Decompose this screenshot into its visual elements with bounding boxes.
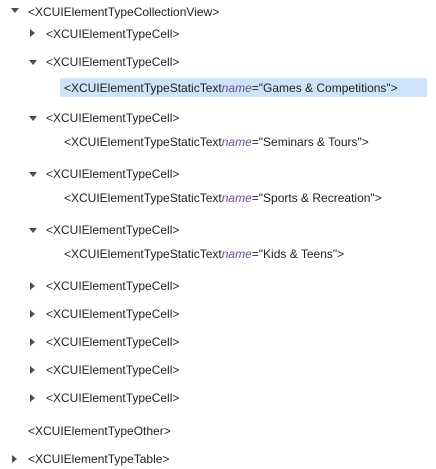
tree-node-cell[interactable]: <XCUIElementTypeCell> bbox=[46, 277, 179, 295]
attr-eq: = bbox=[251, 191, 259, 205]
node-tag: <XCUIElementTypeStaticText bbox=[64, 247, 222, 261]
node-tag: <XCUIElementTypeCollectionView> bbox=[28, 5, 220, 19]
attr-eq: = bbox=[251, 80, 259, 95]
node-tag: <XCUIElementTypeCell> bbox=[46, 363, 180, 377]
attr-eq: = bbox=[251, 135, 259, 149]
node-tag: <XCUIElementTypeStaticText bbox=[64, 191, 222, 205]
node-tag: <XCUIElementTypeCell> bbox=[46, 55, 180, 69]
node-tag: <XCUIElementTypeCell> bbox=[46, 27, 180, 41]
node-tag-close: > bbox=[361, 135, 369, 149]
tree-node-cell[interactable]: <XCUIElementTypeCell> bbox=[46, 109, 179, 127]
node-tag: <XCUIElementTypeCell> bbox=[46, 279, 180, 293]
node-tag: <XCUIElementTypeCell> bbox=[46, 111, 180, 125]
tree-node-cell[interactable]: <XCUIElementTypeCell> bbox=[46, 361, 179, 379]
tree-node-cell[interactable]: <XCUIElementTypeCell> bbox=[46, 305, 179, 323]
node-tag: <XCUIElementTypeStaticText bbox=[64, 135, 222, 149]
attr-name: name bbox=[221, 135, 252, 149]
node-tag: <XCUIElementTypeCell> bbox=[46, 167, 180, 181]
tree-node-table[interactable]: <XCUIElementTypeTable> bbox=[28, 450, 169, 468]
node-tag: <XCUIElementTypeCell> bbox=[46, 223, 180, 237]
node-tag: <XCUIElementTypeOther> bbox=[28, 424, 171, 438]
attr-value: "Sports & Recreation" bbox=[258, 191, 375, 205]
node-tag-close: > bbox=[390, 80, 398, 95]
disclosure-triangle-expanded-icon[interactable] bbox=[29, 172, 37, 177]
tree-node-static-text[interactable]: <XCUIElementTypeStaticText name = "Semin… bbox=[64, 133, 369, 151]
node-tag: <XCUIElementTypeTable> bbox=[28, 452, 170, 466]
disclosure-triangle-collapsed-icon[interactable] bbox=[30, 338, 35, 346]
attr-value: "Games & Competitions" bbox=[258, 80, 391, 95]
attr-value: "Seminars & Tours" bbox=[258, 135, 362, 149]
disclosure-triangle-collapsed-icon[interactable] bbox=[30, 310, 35, 318]
tree-node-cell[interactable]: <XCUIElementTypeCell> bbox=[46, 165, 179, 183]
tree-node-static-text-selected[interactable]: <XCUIElementTypeStaticText name = "Games… bbox=[60, 78, 427, 97]
disclosure-triangle-expanded-icon[interactable] bbox=[11, 8, 19, 13]
tree-node-cell[interactable]: <XCUIElementTypeCell> bbox=[46, 333, 179, 351]
node-tag-close: > bbox=[374, 191, 382, 205]
disclosure-triangle-expanded-icon[interactable] bbox=[29, 116, 37, 121]
tree-node-cell[interactable]: <XCUIElementTypeCell> bbox=[46, 389, 179, 407]
disclosure-triangle-collapsed-icon[interactable] bbox=[30, 282, 35, 290]
disclosure-triangle-collapsed-icon[interactable] bbox=[30, 394, 35, 402]
disclosure-triangle-expanded-icon[interactable] bbox=[29, 60, 37, 65]
attr-name: name bbox=[221, 191, 252, 205]
disclosure-triangle-collapsed-icon[interactable] bbox=[30, 366, 35, 374]
attr-name: name bbox=[221, 80, 252, 95]
tree-node-static-text[interactable]: <XCUIElementTypeStaticText name = "Kids … bbox=[64, 245, 344, 263]
node-tag-close: > bbox=[337, 247, 345, 261]
node-tag: <XCUIElementTypeCell> bbox=[46, 335, 180, 349]
tree-node-static-text[interactable]: <XCUIElementTypeStaticText name = "Sport… bbox=[64, 189, 382, 207]
attr-value: "Kids & Teens" bbox=[258, 247, 338, 261]
disclosure-triangle-expanded-icon[interactable] bbox=[29, 228, 37, 233]
disclosure-triangle-collapsed-icon[interactable] bbox=[30, 29, 35, 37]
tree-node-cell[interactable]: <XCUIElementTypeCell> bbox=[46, 221, 179, 239]
attr-name: name bbox=[221, 247, 252, 261]
tree-node-cell[interactable]: <XCUIElementTypeCell> bbox=[46, 53, 179, 71]
disclosure-triangle-collapsed-icon[interactable] bbox=[12, 455, 17, 463]
tree-node-cell[interactable]: <XCUIElementTypeCell> bbox=[46, 25, 179, 43]
node-tag: <XCUIElementTypeStaticText bbox=[64, 80, 222, 95]
node-tag: <XCUIElementTypeCell> bbox=[46, 391, 180, 405]
tree-node-other[interactable]: <XCUIElementTypeOther> bbox=[28, 422, 171, 440]
attr-eq: = bbox=[251, 247, 259, 261]
tree-node-collection-view[interactable]: <XCUIElementTypeCollectionView> bbox=[28, 3, 219, 21]
node-tag: <XCUIElementTypeCell> bbox=[46, 307, 180, 321]
